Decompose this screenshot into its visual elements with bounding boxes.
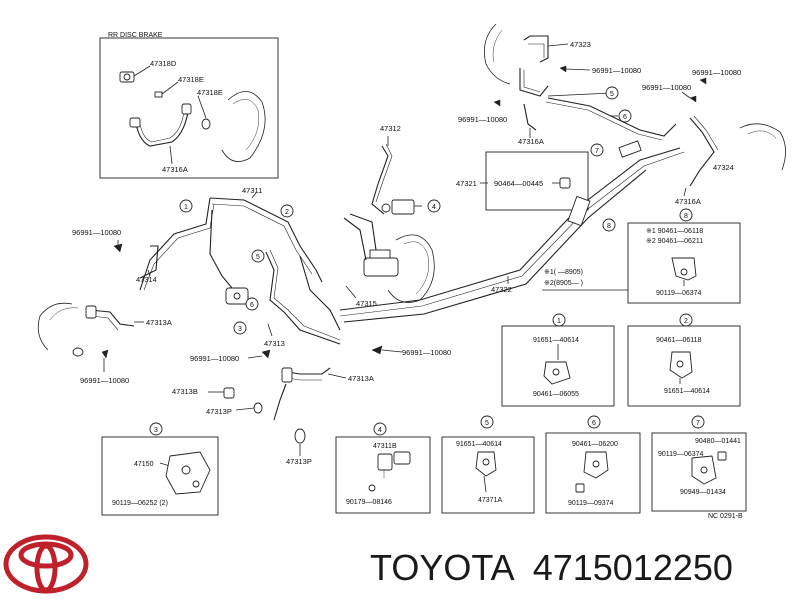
- svg-text:2: 2: [285, 209, 289, 216]
- box5-bottom: 47371A: [478, 497, 502, 504]
- brake-tube-diagram: RR DISC BRAKE 47318D 47318E 47318E 47316…: [37, 23, 786, 520]
- callout-7-top: 7: [590, 143, 604, 157]
- box6-top: 90461—06200: [572, 441, 618, 448]
- label-47313A-mid: 47313A: [348, 374, 374, 383]
- label-96991-top2: 96991—10080: [692, 68, 741, 77]
- box2-bottom: 91651—40614: [664, 388, 710, 395]
- callout-6-left: 6: [245, 297, 259, 311]
- label-47315: 47315: [356, 299, 377, 308]
- label-96991-top3: 96991—10080: [642, 83, 691, 92]
- master-cylinder: 47312 47315: [343, 124, 435, 308]
- box3-bottom: 90119—06252 (2): [112, 500, 168, 507]
- main-tube-47322: 47322: [339, 140, 685, 323]
- svg-text:6: 6: [623, 114, 627, 121]
- brand-name: TOYOTA: [370, 547, 515, 588]
- label-47313P-a: 47313P: [206, 407, 232, 416]
- svg-text:8: 8: [607, 223, 611, 230]
- callout-8-top: 8: [602, 218, 616, 232]
- part-number: 4715012250: [532, 547, 733, 588]
- box4-top: 47311B: [373, 443, 397, 450]
- label-47316A-inset: 47316A: [162, 165, 188, 174]
- date-range-notes: ※1( —8905) ※2(8905— ): [542, 269, 628, 291]
- note8-range2: ※2(8905— ): [544, 280, 583, 287]
- label-90464-00445: 90464—00445: [494, 179, 543, 188]
- box1-top: 91651—40614: [533, 337, 579, 344]
- label-96991-top1: 96991—10080: [592, 66, 641, 75]
- label-47316A-right: 47316A: [675, 197, 701, 206]
- label-47318D: 47318D: [150, 59, 177, 68]
- label-47318E-b: 47318E: [197, 88, 223, 97]
- label-47313A-left: 47313A: [146, 318, 172, 327]
- svg-text:4: 4: [378, 427, 382, 434]
- inset-rr-disc-brake: RR DISC BRAKE 47318D 47318E 47318E 47316…: [99, 32, 279, 179]
- toyota-logo: [3, 534, 89, 594]
- label-96991-bc: 96991—10080: [402, 348, 451, 357]
- box1-bottom: 90461—06055: [533, 391, 579, 398]
- detail-box-4: 4 47311B 90179—08146: [335, 422, 431, 514]
- detail-box-2: 2 90461—06118 91651—40614: [627, 313, 741, 407]
- label-47322: 47322: [491, 285, 512, 294]
- rear-line-assembly: 47323 96991—10080 96991—10080 96991—1008…: [458, 23, 786, 206]
- box-47321: 47321 90464—00445: [456, 151, 589, 211]
- callout-2-top: 2: [280, 204, 294, 218]
- detail-box-8: 8 ※1 90461—06118 ※2 90461—06211 90119—06…: [627, 208, 741, 304]
- detail-box-1: 1 91651—40614 90461—06055: [501, 313, 615, 407]
- svg-text:7: 7: [696, 420, 700, 427]
- label-47314: 47314: [136, 275, 157, 284]
- callout-5-top: 5: [605, 86, 619, 100]
- callout-1-top: 1: [179, 199, 193, 213]
- note8-line2: ※2 90461—06211: [646, 238, 703, 245]
- inset-title: RR DISC BRAKE: [108, 32, 163, 39]
- box7-mid: 90119—06374: [658, 451, 704, 458]
- note8-range1: ※1( —8905): [544, 269, 583, 276]
- brand-strip: TOYOTA 4715012250: [370, 542, 790, 594]
- note8-bolt: 90119—06374: [656, 290, 702, 297]
- box6-bottom: 90119—09374: [568, 500, 614, 507]
- label-47313: 47313: [264, 339, 285, 348]
- label-47311: 47311: [242, 186, 262, 195]
- label-47318E-a: 47318E: [178, 75, 204, 84]
- svg-text:3: 3: [238, 326, 242, 333]
- label-47312: 47312: [380, 124, 401, 133]
- svg-text:2: 2: [684, 318, 688, 325]
- label-47323: 47323: [570, 40, 591, 49]
- svg-text:4: 4: [432, 204, 436, 211]
- box5-top: 91651—40614: [456, 441, 502, 448]
- box7-top: 90480—01441: [695, 438, 741, 445]
- callout-3-left: 3: [233, 321, 247, 335]
- label-96991-left: 96991—10080: [458, 115, 507, 124]
- callout-4-top: 4: [427, 199, 441, 213]
- callout-5-left: 5: [251, 249, 265, 263]
- drawing-code: NC 0291-B: [708, 513, 743, 520]
- svg-text:6: 6: [592, 420, 596, 427]
- note8-line1: ※1 90461—06118: [646, 228, 703, 235]
- box4-bottom: 90179—08146: [346, 499, 392, 506]
- front-line-assembly: 47311 96991—10080 47314 47313A 96991—100…: [37, 186, 451, 466]
- svg-text:1: 1: [184, 204, 188, 211]
- label-96991-lft2: 96991—10080: [72, 228, 121, 237]
- label-47313B: 47313B: [172, 387, 198, 396]
- detail-box-3: 3 47150 90119—06252 (2): [101, 422, 219, 516]
- label-47313P-b: 47313P: [286, 457, 312, 466]
- svg-text:5: 5: [256, 254, 260, 261]
- box2-top: 90461—06118: [656, 337, 702, 344]
- box3-mid: 47150: [134, 461, 154, 468]
- label-47316A-top: 47316A: [518, 137, 544, 146]
- svg-text:1: 1: [557, 318, 561, 325]
- box7-bottom: 90949—01434: [680, 489, 726, 496]
- detail-box-5: 5 91651—40614 47371A: [441, 415, 535, 514]
- svg-text:5: 5: [485, 420, 489, 427]
- label-96991-bl: 96991—10080: [80, 376, 129, 385]
- label-96991-bm: 96991—10080: [190, 354, 239, 363]
- svg-text:8: 8: [684, 213, 688, 220]
- svg-text:6: 6: [250, 302, 254, 309]
- svg-text:3: 3: [154, 427, 158, 434]
- svg-text:5: 5: [610, 91, 614, 98]
- svg-text:7: 7: [595, 148, 599, 155]
- label-47324: 47324: [713, 163, 734, 172]
- detail-box-7: 7 90480—01441 90119—06374 90949—01434: [651, 415, 747, 512]
- label-47321: 47321: [456, 179, 477, 188]
- callout-6-top: 6: [618, 109, 632, 123]
- detail-box-6: 6 90461—06200 90119—09374: [545, 415, 641, 514]
